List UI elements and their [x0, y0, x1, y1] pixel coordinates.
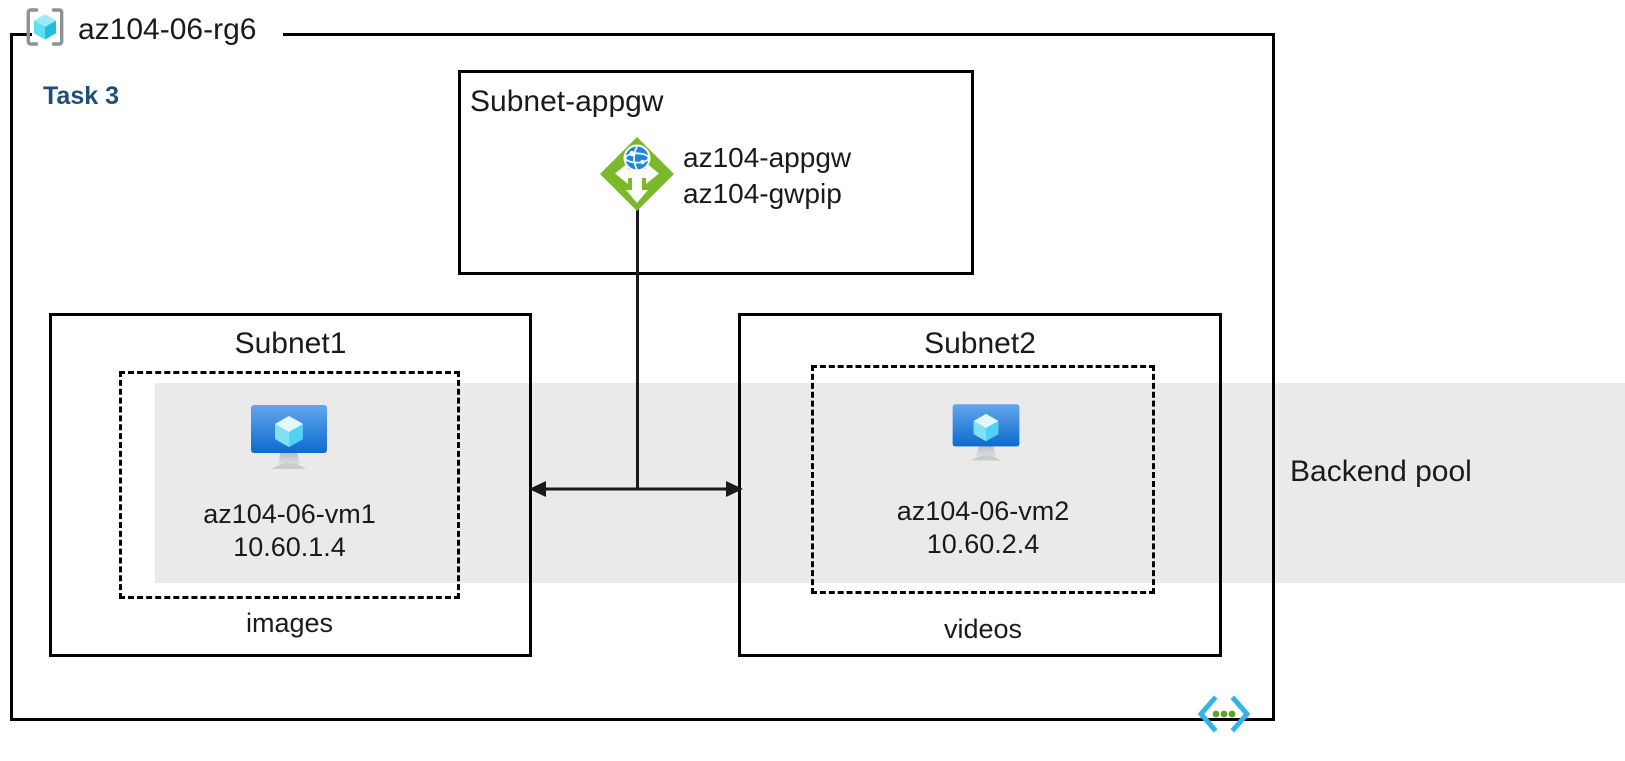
- subnet1-title: Subnet1: [234, 327, 347, 360]
- resource-group-border-top-right: [283, 33, 1275, 36]
- vm2-name: az104-06-vm2: [896, 496, 1070, 526]
- subnet1-vm-caption: az104-06-vm1 10.60.1.4: [119, 498, 460, 564]
- virtual-network-icon: [1196, 694, 1252, 739]
- subnet-appgw-title: Subnet-appgw: [470, 85, 664, 118]
- subnet1-vm-group: [119, 371, 460, 599]
- subnet2-storage-label: videos: [943, 614, 1023, 644]
- application-gateway-resource-names: az104-appgw az104-gwpip: [683, 140, 851, 212]
- resource-group-cube-icon: [24, 6, 66, 53]
- subnet2-title: Subnet2: [924, 327, 1036, 360]
- subnet1-storage-label: images: [245, 608, 334, 638]
- vm1-name: az104-06-vm1: [203, 499, 376, 529]
- vm2-ip: 10.60.2.4: [926, 528, 1040, 559]
- task-label: Task 3: [43, 82, 119, 110]
- resource-group-header: az104-06-rg6: [24, 6, 256, 53]
- subnet2-vm-group: [811, 365, 1155, 594]
- resource-group-border-bottom: [10, 718, 1275, 721]
- subnet2-box: [738, 313, 1222, 657]
- backend-pool-band: [155, 383, 1625, 583]
- vm1-ip: 10.60.1.4: [233, 531, 346, 562]
- gwpip-name: az104-gwpip: [683, 177, 842, 209]
- gateway-connector-line: [636, 203, 639, 490]
- subnet1-box: [49, 313, 532, 657]
- subnet-connector-arrow: [529, 481, 743, 497]
- application-gateway-icon: [598, 135, 676, 218]
- resource-group-border-right: [1272, 33, 1275, 721]
- resource-group-name: az104-06-rg6: [78, 12, 257, 46]
- subnet-appgw-box: [458, 70, 974, 275]
- virtual-machine-icon: [950, 402, 1022, 473]
- backend-pool-label: Backend pool: [1290, 455, 1472, 488]
- virtual-machine-icon: [248, 403, 330, 482]
- appgw-name: az104-appgw: [683, 142, 852, 173]
- resource-group-border-left: [10, 33, 13, 721]
- resource-group-border-top-left: [10, 33, 32, 36]
- subnet2-vm-caption: az104-06-vm2 10.60.2.4: [811, 495, 1155, 561]
